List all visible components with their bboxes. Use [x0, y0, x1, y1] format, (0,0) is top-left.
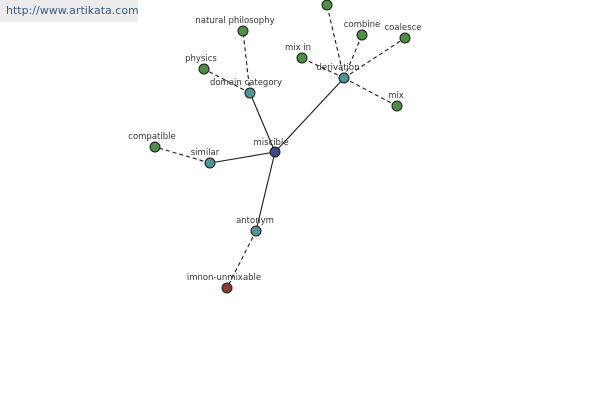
label-natural-philosophy[interactable]: natural philosophy [195, 16, 274, 26]
edge-miscible-to-derivation [274, 77, 345, 153]
node-natural-philosophy[interactable] [237, 25, 249, 37]
edge-domain-category-to-physics [203, 68, 251, 94]
node-antonym[interactable] [250, 225, 262, 237]
site-url-link[interactable]: http://www.artikata.com [6, 4, 139, 17]
label-domain-category[interactable]: domain category [210, 78, 282, 88]
node-mix-in[interactable] [296, 52, 308, 64]
node-compatible[interactable] [149, 141, 161, 153]
label-derivation[interactable]: derivation [316, 63, 359, 73]
label-imnon-unmixable[interactable]: imnon-unmixable [187, 273, 261, 283]
node-mix[interactable] [391, 100, 403, 112]
edge-miscible-to-antonym [255, 151, 276, 232]
edge-similar-to-compatible [154, 146, 211, 164]
edge-derivation-to-mix-in [301, 57, 345, 79]
node-derivation[interactable] [338, 72, 350, 84]
label-antonym[interactable]: antonym [236, 216, 274, 226]
node-unlabeled-top[interactable] [321, 0, 333, 11]
node-physics[interactable] [198, 63, 210, 75]
edge-derivation-to-mix [343, 77, 398, 107]
label-miscible[interactable]: miscible [253, 138, 288, 148]
node-imnon-unmixable[interactable] [221, 282, 233, 294]
label-coalesce[interactable]: coalesce [384, 23, 421, 33]
graph-labels: miscible domain category derivation similar… [128, 16, 421, 283]
edge-derivation-to-unlabeled-top [326, 4, 345, 79]
node-combine[interactable] [356, 29, 368, 41]
graph-edges [154, 4, 406, 289]
node-domain-category[interactable] [244, 87, 256, 99]
label-physics[interactable]: physics [185, 54, 217, 64]
edge-derivation-to-coalesce [343, 37, 406, 79]
label-mix-in[interactable]: mix in [285, 43, 311, 53]
label-similar[interactable]: similar [191, 148, 220, 158]
edge-miscible-to-similar [209, 151, 276, 164]
edge-miscible-to-domain-category [249, 92, 276, 153]
graph-nodes [149, 0, 411, 294]
node-coalesce[interactable] [399, 32, 411, 44]
edge-derivation-to-combine [343, 34, 363, 79]
node-miscible[interactable] [269, 146, 281, 158]
label-combine[interactable]: combine [344, 20, 381, 30]
site-banner: http://www.artikata.com [0, 0, 139, 22]
label-compatible[interactable]: compatible [128, 132, 175, 142]
node-similar[interactable] [204, 157, 216, 169]
edge-domain-category-to-natural-philosophy [242, 30, 251, 94]
edge-antonym-to-imnon-unmixable [226, 230, 257, 289]
label-mix[interactable]: mix [388, 91, 404, 101]
